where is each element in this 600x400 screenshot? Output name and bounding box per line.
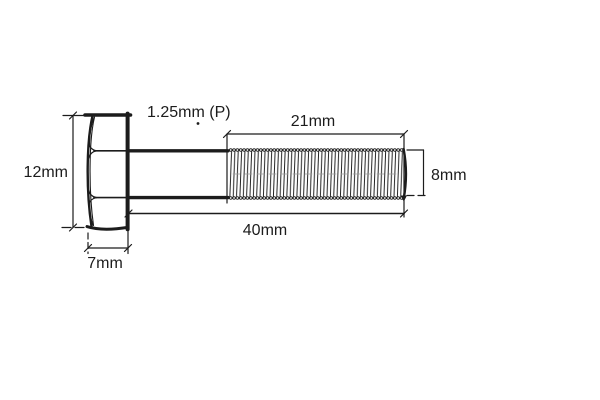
dim-head-height [61, 111, 92, 232]
dim-thread-length [222, 129, 409, 218]
chamfer-arc-top [88, 117, 95, 147]
label-thread-length: 21mm [290, 113, 336, 130]
label-thread-diameter: 8mm [431, 167, 467, 184]
dim-thread-diameter [400, 149, 430, 202]
label-head-height: 12mm [23, 164, 68, 181]
bolt-threads [229, 147, 408, 201]
pitch-marker-dot [196, 122, 200, 125]
label-head-thickness: 7mm [87, 255, 123, 272]
label-overall-length: 40mm [242, 222, 288, 239]
label-thread-pitch: 1.25mm (P) [147, 104, 231, 121]
dim-overall-length [124, 209, 409, 218]
chamfer-arc-bottom [88, 200, 94, 226]
bolt-head [83, 111, 133, 232]
bolt-shank [127, 149, 230, 200]
dim-head-thickness [83, 229, 133, 255]
